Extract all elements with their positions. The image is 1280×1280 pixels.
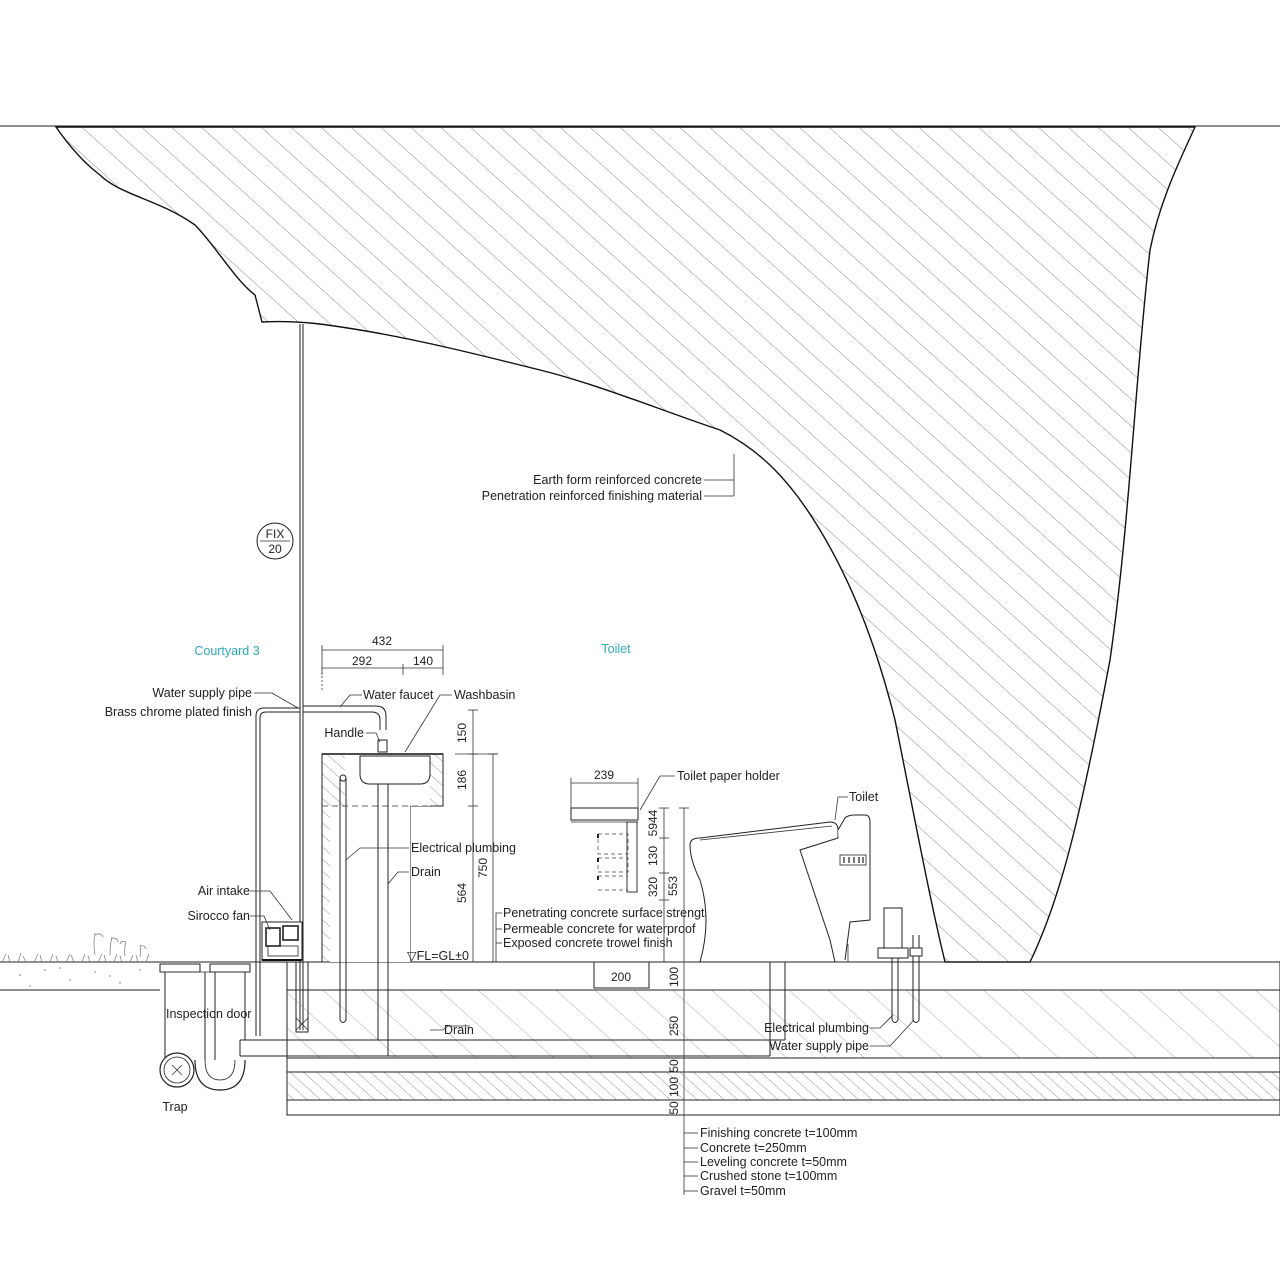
fix-tag-top: FIX	[266, 527, 285, 541]
dim-150: 150	[455, 723, 469, 743]
washbasin-leader	[404, 694, 452, 753]
water-faucet-leader	[339, 694, 362, 708]
dim-292: 292	[352, 654, 372, 668]
toilet-pipes	[877, 907, 923, 1023]
fix-tag-bottom: 20	[268, 542, 282, 556]
trap-label: Trap	[162, 1100, 187, 1114]
grass	[1, 932, 150, 963]
dim-130: 130	[646, 846, 660, 866]
layer-5: Gravel t=50mm	[700, 1184, 786, 1198]
dim-holder-height	[659, 807, 689, 962]
layer-1: Finishing concrete t=100mm	[700, 1126, 857, 1140]
crushed-stone-layer	[286, 1071, 1280, 1101]
dim-564: 564	[455, 883, 469, 903]
toilet-fixture	[689, 814, 871, 963]
toilet-water-label: Water supply pipe	[769, 1039, 869, 1053]
layer-legend-leaders	[684, 1132, 698, 1192]
layer-2: Concrete t=250mm	[700, 1141, 807, 1155]
finishing-concrete-layer	[286, 961, 1280, 991]
faucet-handle	[377, 739, 388, 753]
electrical-plumbing-leader	[345, 847, 409, 861]
electrical-plumbing-label: Electrical plumbing	[411, 841, 516, 855]
water-supply-label: Water supply pipe	[152, 686, 252, 700]
dim-432: 432	[372, 634, 392, 648]
dim-basin-height	[455, 709, 498, 962]
washbasin-label: Washbasin	[454, 688, 515, 702]
paper-holder-label: Toilet paper holder	[677, 769, 780, 783]
handle-leader	[366, 732, 381, 743]
dim-layers	[679, 961, 689, 1195]
dim-holder	[570, 778, 639, 808]
dim-5944: 5944	[646, 809, 660, 836]
dim-750: 750	[476, 858, 490, 878]
drain-leader	[387, 871, 409, 885]
inspection-door-label: Inspection door	[166, 1007, 251, 1021]
floor-finish-3: Exposed concrete trowel finish	[503, 936, 673, 950]
shell-leader	[704, 454, 735, 481]
floor-finish-leader	[495, 912, 502, 962]
dim-250: 250	[667, 1016, 681, 1036]
dim-320: 320	[646, 877, 660, 897]
dim-50b: 50	[667, 1101, 681, 1115]
dim-box-200	[593, 961, 650, 989]
water-supply-pipe	[255, 707, 300, 1036]
toilet-water-leader	[870, 1019, 915, 1047]
layer-3: Leveling concrete t=50mm	[700, 1155, 847, 1169]
washbasin-bowl	[359, 755, 431, 785]
soil-dots	[19, 967, 141, 987]
toilet-label: Toilet	[849, 790, 879, 804]
inspection-pit	[159, 963, 251, 1060]
drain-under-leader	[430, 1025, 470, 1031]
drain-under-label: Drain	[444, 1023, 474, 1037]
room-courtyard: Courtyard 3	[194, 644, 259, 658]
room-toilet: Toilet	[601, 642, 631, 656]
counter-void	[330, 806, 410, 962]
dim-100: 100	[667, 967, 681, 987]
dim-553: 553	[666, 876, 680, 896]
layer-4: Crushed stone t=100mm	[700, 1169, 837, 1183]
gravel-layer	[286, 1099, 1280, 1116]
toilet-elec-label: Electrical plumbing	[764, 1021, 869, 1035]
trap-elbow	[194, 1059, 246, 1091]
shell-label-2: Penetration reinforced finishing materia…	[482, 489, 702, 503]
leveling-concrete-layer	[286, 1057, 1280, 1073]
air-intake-label: Air intake	[198, 884, 250, 898]
vent-duct	[295, 961, 309, 1033]
brass-finish-label: Brass chrome plated finish	[105, 705, 252, 719]
air-intake-leader	[250, 890, 293, 921]
shell-label-1: Earth form reinforced concrete	[533, 473, 702, 487]
water-faucet	[303, 705, 387, 730]
drain-pipe	[239, 962, 786, 1057]
dim-200: 200	[611, 970, 631, 984]
concrete-shell	[54, 126, 1197, 963]
water-supply-leader	[254, 692, 299, 709]
water-faucet-label: Water faucet	[363, 688, 434, 702]
toilet-elec-leader	[870, 1014, 894, 1029]
toilet-leader	[834, 796, 848, 821]
concrete-layer	[286, 989, 1280, 1059]
sirocco-fan	[261, 921, 303, 961]
dim-100b: 100	[667, 1077, 681, 1097]
dim-140: 140	[413, 654, 433, 668]
sirocco-fan-leader	[250, 915, 271, 931]
toilet-paper-holder	[570, 807, 639, 893]
basin-pipes	[339, 774, 389, 1023]
drain-label: Drain	[411, 865, 441, 879]
dim-186: 186	[455, 770, 469, 790]
fl-mark: ▽FL=GL±0	[407, 949, 469, 963]
dim-50a: 50	[667, 1059, 681, 1073]
dim-basin-width	[321, 645, 444, 690]
sirocco-fan-label: Sirocco fan	[187, 909, 250, 923]
handle-label: Handle	[324, 726, 364, 740]
dim-239: 239	[594, 768, 614, 782]
floor-finish-2: Permeable concrete for waterproof	[503, 922, 696, 936]
paper-holder-leader	[639, 775, 675, 811]
